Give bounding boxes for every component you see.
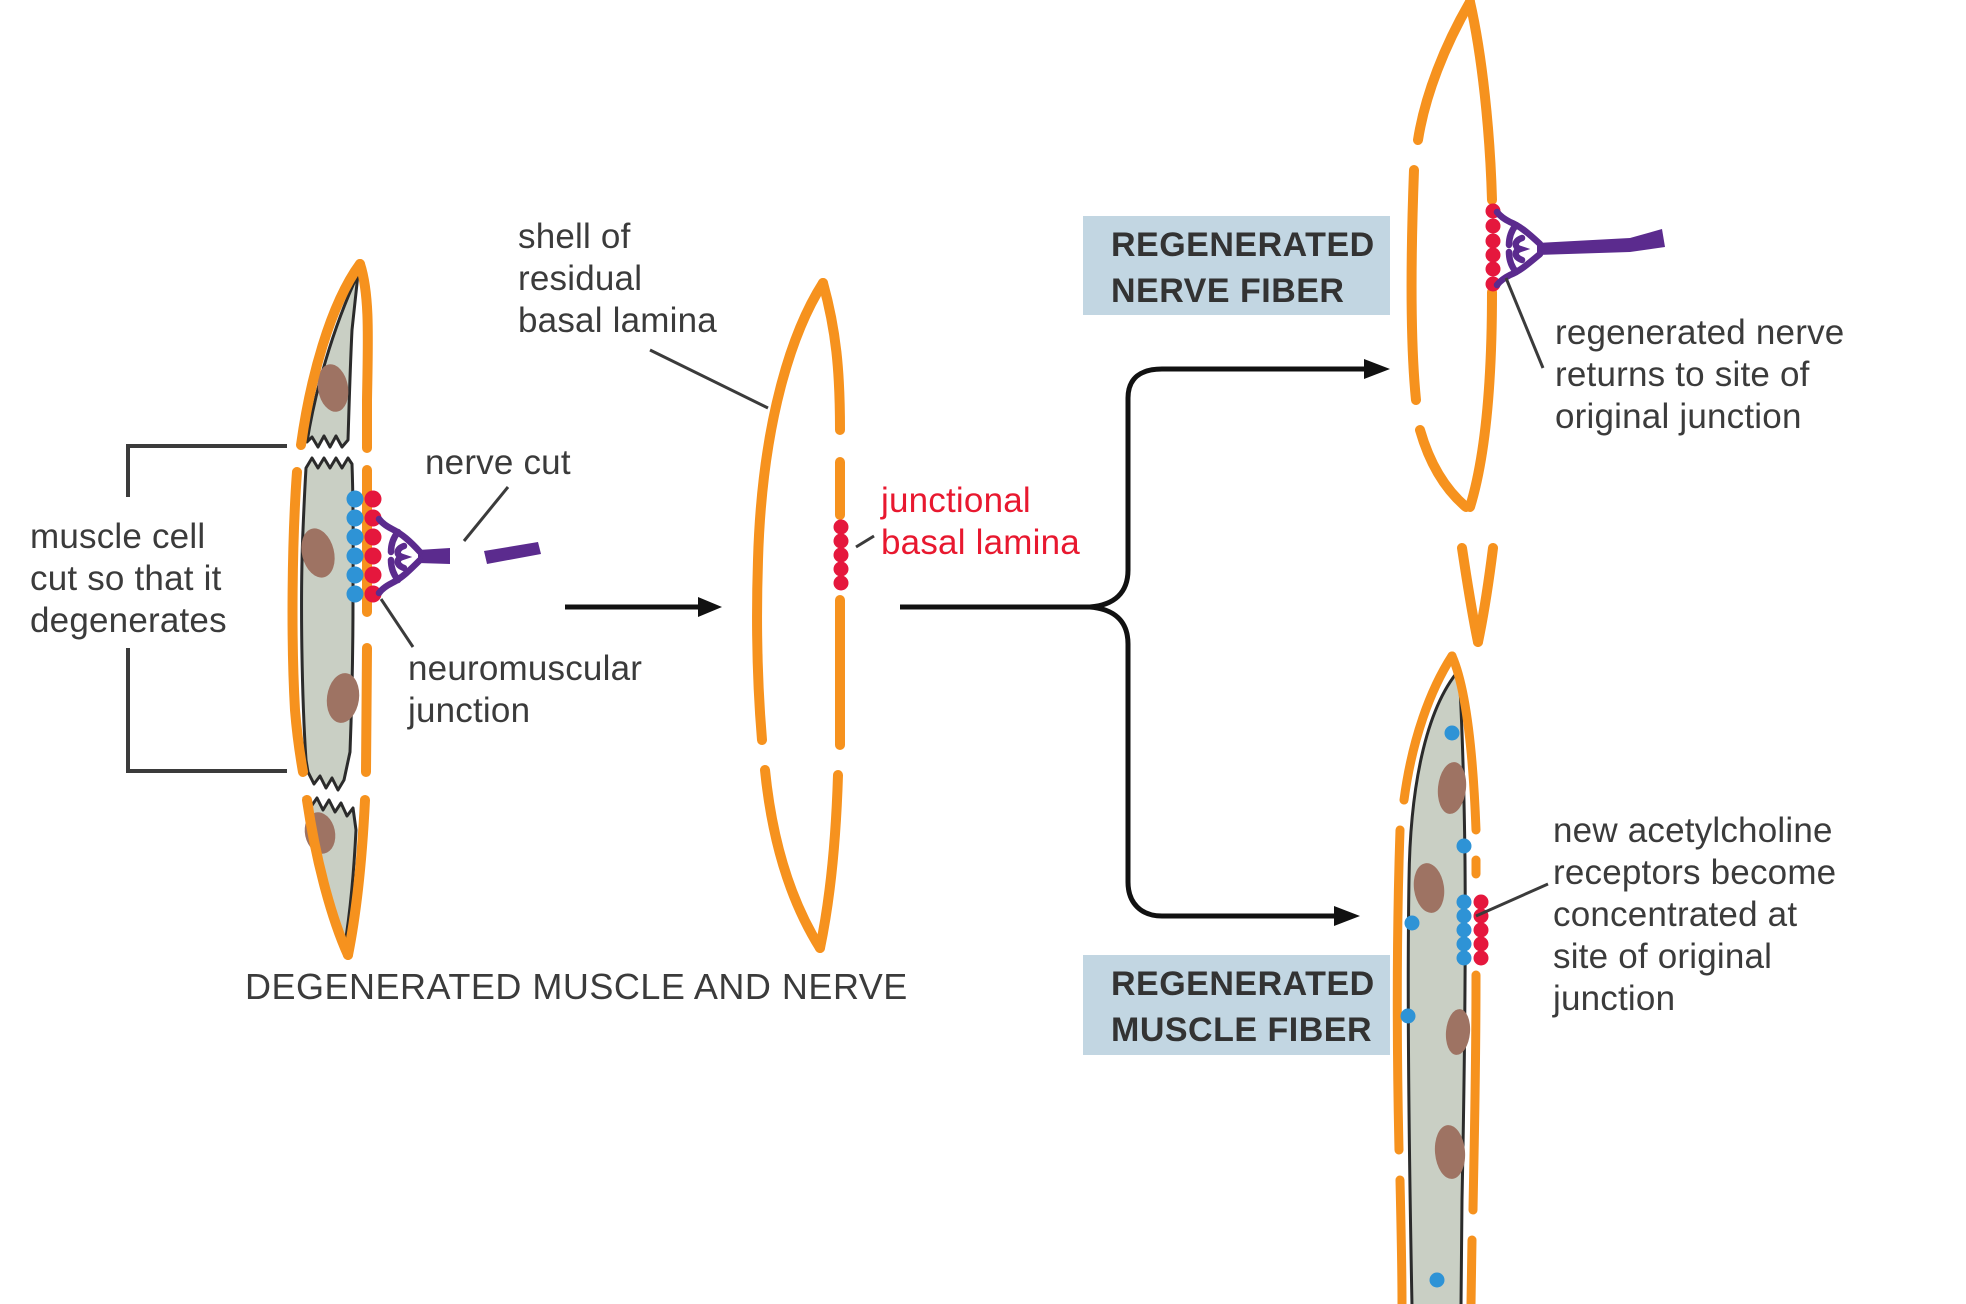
muscle-cell-label: muscle cell cut so that it degenerates	[30, 517, 227, 640]
junctional-pointer	[855, 534, 875, 549]
new-receptors-note: new acetylcholine receptors become conce…	[1553, 811, 1837, 1018]
nerve-cut-label: nerve cut	[425, 443, 571, 482]
detached-nerve-segment	[484, 542, 541, 564]
nucleus	[317, 364, 349, 412]
regenerated-nerve-icon	[1493, 208, 1665, 289]
degenerated-muscle-spindle	[126, 259, 541, 960]
regenerated-nerve-note: regenerated nerve returns to site of ori…	[1555, 313, 1845, 436]
residual-basal-lamina-shell	[649, 278, 875, 953]
nucleus	[326, 673, 360, 723]
empty-shell-outline	[1406, 0, 1498, 647]
nerve-cut-pointer	[462, 486, 510, 542]
acetylcholine-receptor-dots	[1400, 725, 1489, 1288]
fiber-basal-lamina-outline	[1392, 651, 1481, 1304]
junctional-dots	[1485, 203, 1501, 292]
shell-label: shell of residual basal lamina	[518, 217, 717, 340]
junctional-basal-lamina-label: junctional basal lamina	[881, 481, 1080, 562]
degenerated-caption: DEGENERATED MUSCLE AND NERVE	[245, 966, 908, 1007]
regenerated-muscle-panel	[1392, 651, 1549, 1304]
new-receptors-pointer	[1475, 882, 1549, 918]
regenerated-nerve-pointer	[1504, 277, 1545, 369]
nucleus	[1413, 863, 1445, 913]
arrow-step-1	[565, 597, 722, 617]
muscle-segment-middle	[300, 456, 355, 792]
branch-arrows	[900, 359, 1390, 926]
nucleus	[1434, 1125, 1466, 1179]
regenerated-muscle-fiber-box: REGENERATED MUSCLE FIBER	[1083, 955, 1390, 1055]
neuromuscular-junction-label: neuromuscular junction	[408, 649, 643, 730]
regenerated-nerve-fiber-box: REGENERATED NERVE FIBER	[1083, 216, 1390, 315]
muscle-cell-bracket	[126, 444, 287, 773]
cut-nerve-icon	[375, 515, 541, 597]
junctional-basal-lamina-dots	[833, 519, 849, 591]
nmj-pointer	[379, 598, 415, 648]
nucleus	[301, 528, 335, 578]
shell-pointer	[649, 348, 769, 410]
nmj-receptor-dots	[346, 490, 382, 603]
nucleus	[1437, 762, 1467, 814]
regenerated-nerve-panel	[1406, 0, 1665, 647]
muscle-cell-segments	[300, 272, 360, 952]
nucleus	[1445, 1009, 1471, 1055]
